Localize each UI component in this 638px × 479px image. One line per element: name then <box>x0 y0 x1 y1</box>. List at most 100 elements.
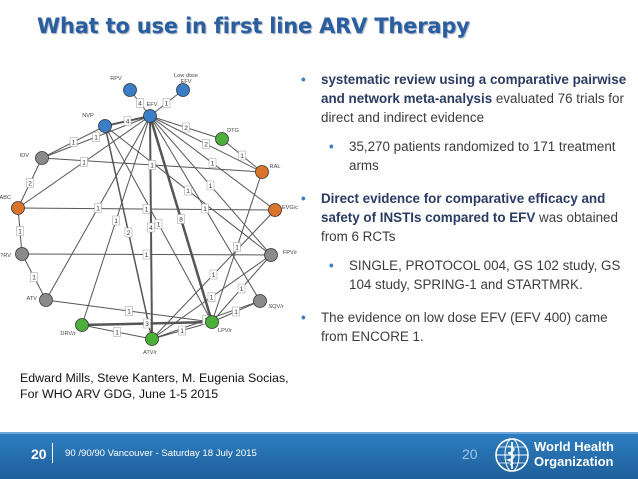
network-node-label: EVG/c <box>282 205 298 211</box>
edge-label: 1 <box>209 269 218 280</box>
bullet-dot: • <box>301 310 306 326</box>
network-node-label: ATV/r <box>143 350 157 356</box>
network-node-circle <box>11 201 25 215</box>
edge-label: 1 <box>184 185 192 196</box>
edge-label-text: 1 <box>150 163 154 170</box>
edge-label: 1 <box>148 160 156 170</box>
network-node-circle <box>255 165 269 179</box>
network-node-label: DTG <box>227 128 239 134</box>
edge-label-text: 1 <box>127 309 131 316</box>
edge-label-text: 3 <box>145 321 149 328</box>
network-node: ATV <box>27 293 53 307</box>
bullet-item: • systematic review using a comparative … <box>301 70 631 128</box>
edge-label: 1 <box>69 137 78 147</box>
network-node-circle <box>39 293 53 307</box>
bullet-text: evaluated 76 trials for direct and indir… <box>321 91 624 126</box>
bullet-dot: • <box>301 191 306 207</box>
edge-label: 2 <box>202 139 210 149</box>
network-node-circle <box>15 247 29 261</box>
page-number-left: 20 <box>31 446 47 462</box>
edge-label-text: 1 <box>203 206 207 213</box>
edge-label-text: 1 <box>240 153 244 160</box>
footer-event-text: 90 /90/90 Vancouver - Saturday 18 July 2… <box>65 448 257 459</box>
edge-label-text: 2 <box>28 181 32 188</box>
bullet-bold-text: Direct evidence for comparative efficacy… <box>321 191 606 226</box>
bullet-item: • The evidence on low dose EFV (EFV 400)… <box>301 308 631 346</box>
bullet-text: The evidence on low dose EFV (EFV 400) c… <box>321 310 608 345</box>
edge-label: 4 <box>147 222 155 233</box>
network-node-label: FPV/r <box>283 250 297 256</box>
edge-label-text: 1 <box>240 286 244 293</box>
edge-label-text: 4 <box>126 119 130 126</box>
citation-authors: Edward Mills, Steve Kanters, M. Eugenia … <box>20 371 289 385</box>
network-node-label: ATV <box>27 296 38 302</box>
edge-label: 1 <box>94 203 102 213</box>
bullet-dot: • <box>329 138 334 154</box>
edge-label: 1 <box>30 272 38 282</box>
network-node-label: ?RV <box>0 253 11 259</box>
bullet-dot: • <box>301 72 306 87</box>
bullet-dot: • <box>329 257 334 273</box>
network-node-label: IDV <box>20 153 30 159</box>
who-wordmark: World Health Organization <box>534 439 614 469</box>
bullet-item: • 35,270 patients randomized to 171 trea… <box>301 137 631 175</box>
network-node: ABC <box>0 195 25 215</box>
network-node-circle <box>143 109 157 123</box>
page-number-right: 20 <box>462 446 478 462</box>
network-node: IDV <box>20 151 49 165</box>
network-node-label: RAL <box>270 164 281 170</box>
network-node-label: NVP <box>82 113 94 119</box>
network-node: NVP <box>82 113 112 133</box>
edge-label: 1 <box>92 132 100 142</box>
citation-source: For WHO ARV GDG, June 1-5 2015 <box>20 387 219 401</box>
edge-label: 1 <box>125 306 133 316</box>
edge-label: 1 <box>233 242 241 252</box>
who-wordmark-line1: World Health <box>534 439 614 454</box>
edge-label-text: 2 <box>184 125 188 132</box>
edge-label-text: 8 <box>179 217 183 224</box>
edge-label-text: 1 <box>210 295 214 302</box>
citation: Edward Mills, Steve Kanters, M. Eugenia … <box>20 370 296 402</box>
bullet-text: 35,270 patients randomized to 171 treatm… <box>349 138 616 173</box>
network-node-circle <box>35 151 49 165</box>
edge-label: 2 <box>124 227 133 238</box>
bullet-bold-text: systematic review using a comparative pa… <box>321 72 627 107</box>
edge-label-text: 1 <box>145 252 149 259</box>
edge-label-text: 2 <box>127 230 131 237</box>
edge-label-text: 1 <box>115 330 119 337</box>
edge-label-text: 1 <box>114 218 118 225</box>
edge-label: 2 <box>26 178 34 188</box>
edge-label-text: 1 <box>94 135 98 142</box>
edge-label-text: 1 <box>96 206 100 213</box>
edge-label: 1 <box>142 204 151 214</box>
edge-label-text: 1 <box>209 183 213 190</box>
network-node-circle <box>268 203 282 217</box>
edge-label-text: 1 <box>186 188 190 195</box>
edge-label: 1 <box>201 203 209 214</box>
network-node-circle <box>123 83 137 97</box>
bullet-text: was obtained from 6 RCTs <box>321 210 618 245</box>
bullet-item: • Direct evidence for comparative effica… <box>301 189 631 247</box>
edge-label-text: 1 <box>235 245 239 252</box>
network-node-circle <box>264 248 278 262</box>
edge-label-text: 1 <box>18 229 22 236</box>
network-node-circle <box>75 318 89 332</box>
edge-label: 1 <box>112 215 120 226</box>
edge-label: 1 <box>238 150 246 161</box>
edge-label-text: 1 <box>234 309 238 316</box>
edge-label-text: 4 <box>149 225 153 232</box>
edge-label: 1 <box>178 325 186 336</box>
network-node-circle <box>215 132 229 146</box>
edge-label: 1 <box>154 219 163 229</box>
network-node-label: SQV/r <box>268 304 283 310</box>
edge-label: 4 <box>136 98 144 108</box>
edge-label: 8 <box>177 214 185 224</box>
network-node: RAL <box>255 164 281 179</box>
footer-separator <box>52 443 53 463</box>
bullet-item: • SINGLE, PROTOCOL 004, GS 102 study, GS… <box>301 256 631 294</box>
network-node: LPV/r <box>205 315 232 334</box>
network-diagram: 41422111118411121211111131111111111 RPVL… <box>0 73 298 356</box>
network-node: EVG/c <box>268 203 298 217</box>
